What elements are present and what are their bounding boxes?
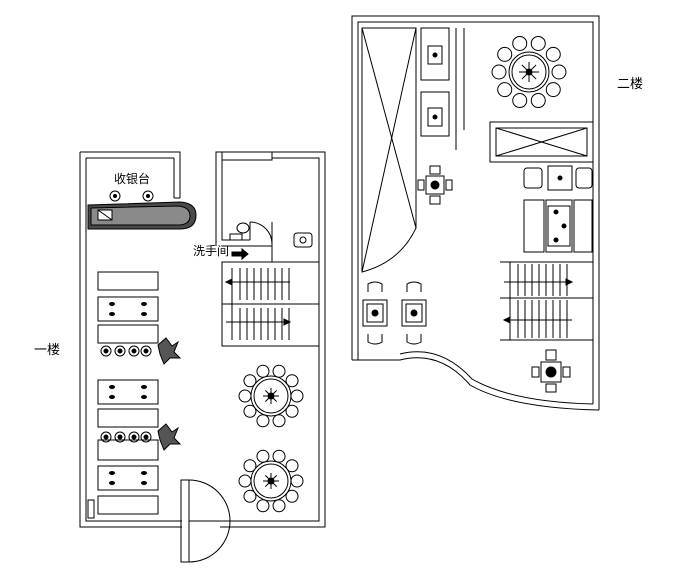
floor2-label: 二楼 — [617, 77, 644, 92]
round-table — [238, 449, 304, 513]
cashier-label: 收银台 — [114, 172, 151, 186]
floor1-round-tables — [238, 364, 304, 513]
washroom-label: 洗手间 — [193, 244, 230, 258]
floor2-storage — [489, 121, 594, 163]
floor1-label: 一楼 — [34, 343, 61, 358]
booth-table — [97, 379, 159, 405]
washroom — [215, 151, 313, 262]
cashier-chair — [109, 190, 154, 202]
toilet-icon — [293, 232, 313, 248]
floor2-outer-walls — [351, 15, 600, 411]
floor2-cabinet — [420, 27, 450, 137]
booth-tables — [87, 271, 159, 519]
floor2-void — [361, 27, 417, 273]
floor2-round-table — [491, 35, 567, 109]
floor1-entrance-door — [180, 479, 231, 563]
cashier-counter — [87, 190, 197, 230]
plant-group — [100, 423, 182, 451]
square-table-4-seat — [417, 165, 453, 205]
plant-group — [100, 337, 182, 365]
floor1-outer-walls — [79, 151, 326, 528]
square-table-4-seat — [531, 349, 571, 393]
floor2-plan — [351, 15, 600, 411]
booth-table — [97, 296, 159, 322]
two-seat-table — [401, 281, 427, 345]
floor1-plan — [79, 151, 326, 563]
floor2-long-table — [523, 165, 593, 253]
two-seat-table — [362, 281, 388, 345]
round-table — [238, 364, 304, 428]
floor1-staircase — [221, 261, 320, 347]
floor2-staircase — [500, 261, 593, 341]
round-table — [491, 35, 567, 109]
booth-table — [97, 465, 159, 491]
